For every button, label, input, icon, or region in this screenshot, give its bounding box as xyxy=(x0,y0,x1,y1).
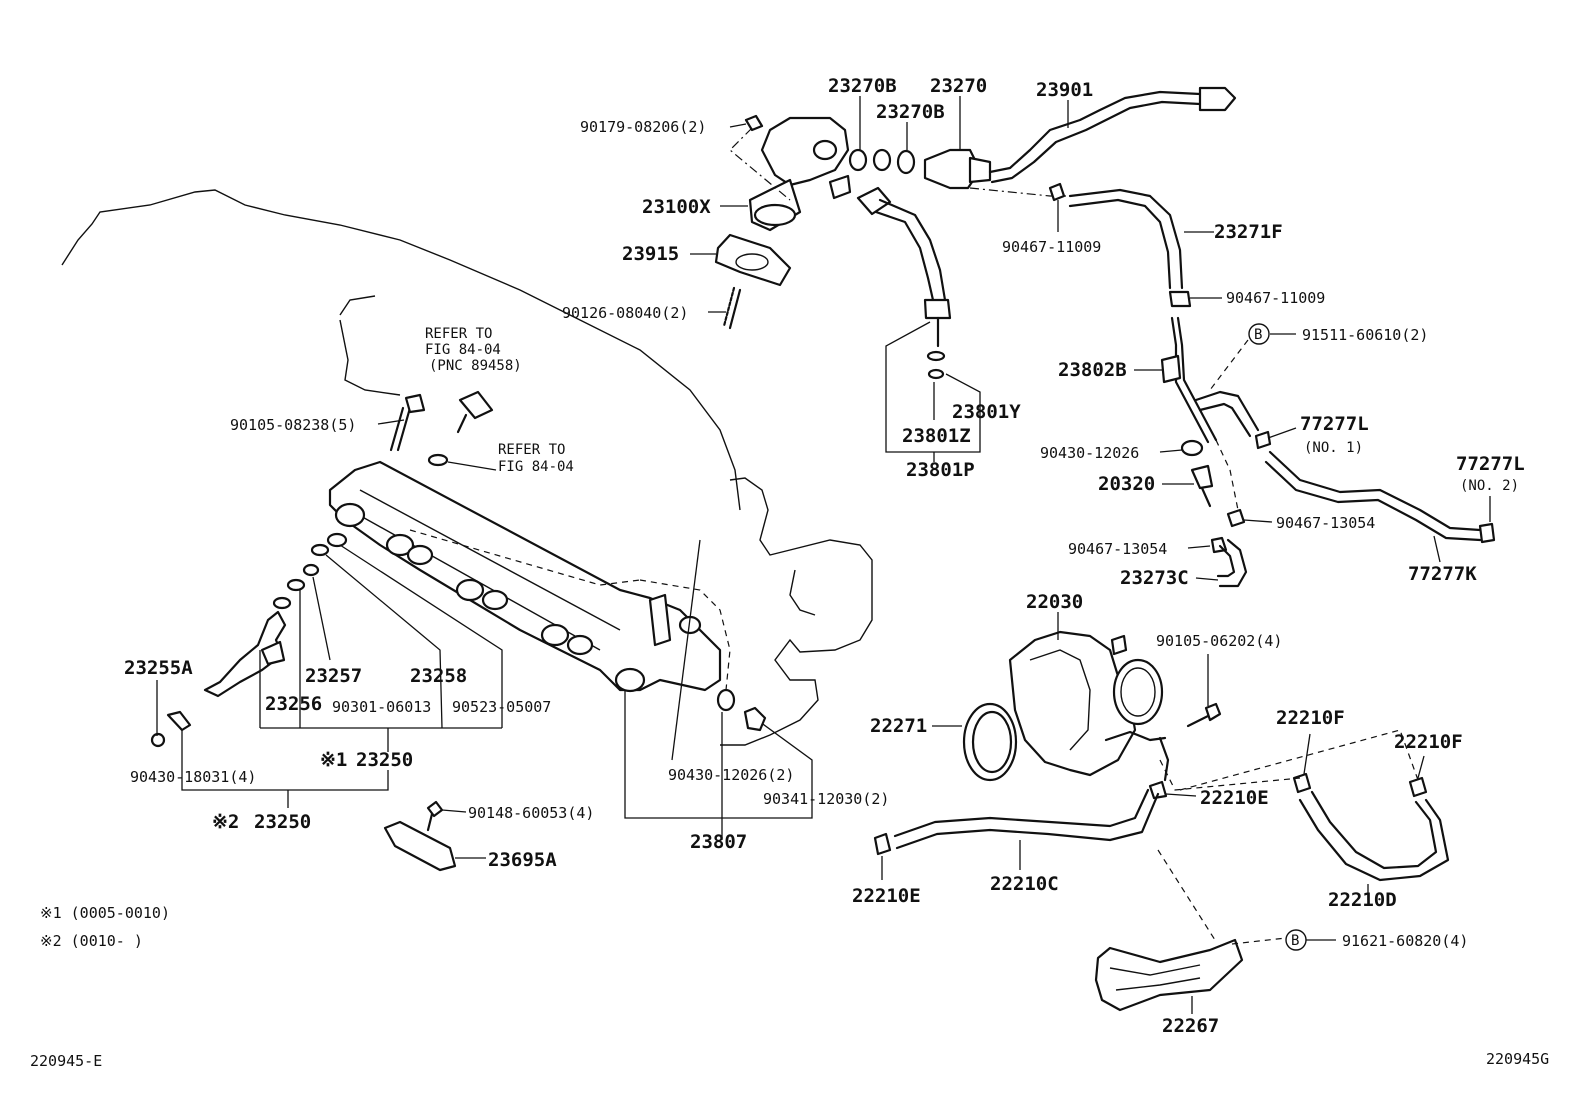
label-23801y: 23801Y xyxy=(952,401,1021,423)
label-90341-12030: 90341-12030(2) xyxy=(763,790,889,808)
label-91511-60610: 91511-60610(2) xyxy=(1302,326,1428,344)
label-90148-60053: 90148-60053(4) xyxy=(468,804,594,822)
label-77277k: 77277K xyxy=(1408,563,1477,585)
refer1-line3: (PNC 89458) xyxy=(429,358,522,374)
label-22210c: 22210C xyxy=(990,873,1059,895)
water-hoses xyxy=(873,729,1450,900)
label-22271: 22271 xyxy=(870,715,927,737)
rail-bolt-and-sensor xyxy=(377,390,497,471)
label-23801z: 23801Z xyxy=(902,425,971,447)
label-90105-06202: 90105-06202(4) xyxy=(1156,632,1282,650)
engine-outline xyxy=(61,189,873,746)
label-23257: 23257 xyxy=(305,665,362,687)
refer1-line1: REFER TO xyxy=(425,326,492,342)
label-22210f-b: 22210F xyxy=(1394,731,1463,753)
label-23695a: 23695A xyxy=(488,849,557,871)
label-90467-13054-b: 90467-13054 xyxy=(1068,540,1167,558)
ref-code-left: 220945-E xyxy=(30,1052,102,1070)
label-77277l-2: 77277L xyxy=(1456,453,1525,475)
rail-leaders xyxy=(624,539,813,840)
label-23915: 23915 xyxy=(622,243,679,265)
label-23250-a: 23250 xyxy=(356,749,413,771)
label-77277l-2-no: (NO. 2) xyxy=(1460,478,1519,494)
clip-and-bolts-left xyxy=(150,680,486,872)
refer1-line2: FIG 84-04 xyxy=(425,342,501,358)
b-circle-label-1: B xyxy=(1254,327,1262,343)
note-1: ※1 (0005-0010) xyxy=(40,904,170,922)
label-23270: 23270 xyxy=(930,75,987,97)
label-90467-11009-a: 90467-11009 xyxy=(1002,238,1101,256)
label-22210d: 22210D xyxy=(1328,889,1397,911)
label-23270b-b: 23270B xyxy=(876,101,945,123)
ref-code-right: 220945G xyxy=(1486,1050,1549,1068)
note-2: ※2 (0010- ) xyxy=(40,932,143,950)
label-90301-06013: 90301-06013 xyxy=(332,698,431,716)
refer2-line2: FIG 84-04 xyxy=(498,459,574,475)
label-22210e-a: 22210E xyxy=(1200,787,1269,809)
label-90523-05007: 90523-05007 xyxy=(452,698,551,716)
fuel-rail xyxy=(328,460,722,693)
bracket-22267 xyxy=(1094,849,1336,1014)
mark2-symbol: ※2 xyxy=(212,811,239,833)
vacuum-hoses-right xyxy=(1068,188,1496,588)
part-labels: 23270B 23270 23901 23270B 90179-08206(2)… xyxy=(30,75,1549,1070)
label-77277l-1: 77277L xyxy=(1300,413,1369,435)
label-91621-60820: 91621-60820(4) xyxy=(1342,932,1468,950)
label-77277l-1-no: (NO. 1) xyxy=(1304,440,1363,456)
label-23100x: 23100X xyxy=(642,196,711,218)
label-90467-11009-b: 90467-11009 xyxy=(1226,289,1325,307)
label-23256: 23256 xyxy=(265,693,322,715)
label-90467-13054-a: 90467-13054 xyxy=(1276,514,1375,532)
label-90105-08238: 90105-08238(5) xyxy=(230,416,356,434)
label-90126-08040: 90126-08040(2) xyxy=(562,304,688,322)
label-22267: 22267 xyxy=(1162,1015,1219,1037)
label-90430-12026-a: 90430-12026 xyxy=(1040,444,1139,462)
injector xyxy=(203,532,503,752)
label-23255a: 23255A xyxy=(124,657,193,679)
label-23258: 23258 xyxy=(410,665,467,687)
label-90430-18031: 90430-18031(4) xyxy=(130,768,256,786)
label-90179-08206: 90179-08206(2) xyxy=(580,118,706,136)
label-23801p: 23801P xyxy=(906,459,975,481)
label-22210f-a: 22210F xyxy=(1276,707,1345,729)
regulator-assembly xyxy=(690,86,1237,462)
label-23901: 23901 xyxy=(1036,79,1093,101)
label-22030: 22030 xyxy=(1026,591,1083,613)
label-23270b-a: 23270B xyxy=(828,75,897,97)
label-23271f: 23271F xyxy=(1214,221,1283,243)
refer2-line1: REFER TO xyxy=(498,442,565,458)
label-22210e-b: 22210E xyxy=(852,885,921,907)
label-23250-b: 23250 xyxy=(254,811,311,833)
label-23807: 23807 xyxy=(690,831,747,853)
b-circle-label-2: B xyxy=(1291,933,1299,949)
label-23802b: 23802B xyxy=(1058,359,1127,381)
mark1-symbol: ※1 xyxy=(320,749,347,771)
label-20320: 20320 xyxy=(1098,473,1155,495)
label-23273c: 23273C xyxy=(1120,567,1189,589)
label-90430-12026-b: 90430-12026(2) xyxy=(668,766,794,784)
